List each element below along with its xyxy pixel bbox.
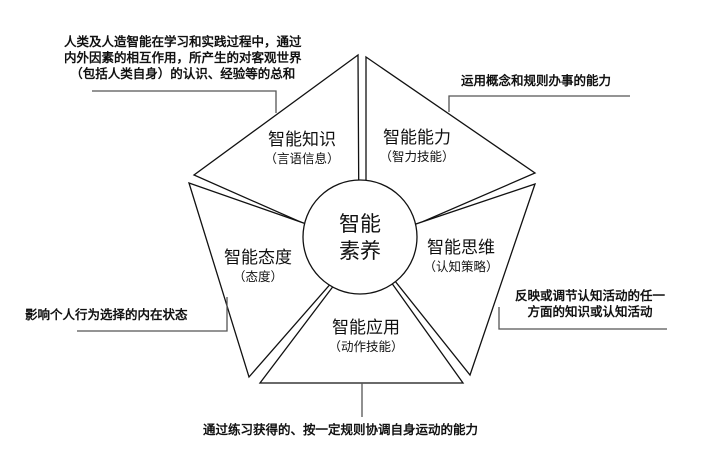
note-line: 人类及人造智能在学习和实践过程中，通过 — [64, 34, 302, 49]
note-knowledge: 人类及人造智能在学习和实践过程中，通过 内外因素的相互作用，所产生的对客观世界 … — [64, 34, 302, 82]
segment-title: 智能思维 — [426, 238, 495, 258]
segment-title: 智能能力 — [382, 128, 451, 148]
note-ability: 运用概念和规则办事的能力 — [461, 73, 611, 89]
leader-line-knowledge — [92, 90, 277, 113]
segment-subtitle: （态度） — [232, 269, 283, 284]
leader-line-ability — [448, 95, 630, 112]
note-thinking: 反映或调节认知活动的任一 方面的知识或认知活动 — [515, 288, 665, 320]
note-line: 反映或调节认知活动的任一 — [515, 288, 666, 303]
note-attitude: 影响个人行为选择的内在状态 — [25, 307, 188, 323]
note-line: 通过练习获得的、按一定规则协调自身运动的能力 — [203, 422, 479, 437]
segment-title: 智能态度 — [224, 248, 292, 268]
leader-line-thinking — [498, 307, 667, 330]
note-line: （包括人类自身）的认识、经验等的总和 — [70, 66, 296, 81]
segment-thinking-label: 智能思维 （认知策略） — [423, 238, 498, 275]
note-line: 运用概念和规则办事的能力 — [461, 73, 612, 88]
segment-title: 智能知识 — [267, 130, 336, 150]
note-line: 方面的知识或认知活动 — [527, 304, 653, 319]
segment-attitude-label: 智能态度 （态度） — [224, 248, 292, 285]
segment-subtitle: （动作技能） — [328, 339, 404, 354]
center-label-line1: 智能 — [339, 212, 381, 236]
center-circle — [302, 179, 418, 295]
center-label: 智能 素养 — [339, 211, 381, 265]
leader-line-attitude — [77, 297, 228, 332]
segment-title: 智能应用 — [331, 318, 400, 338]
segment-subtitle: （认知策略） — [423, 259, 499, 274]
segment-knowledge-label: 智能知识 （言语信息） — [264, 130, 339, 167]
segment-subtitle: （智力技能） — [379, 149, 455, 164]
center-label-line2: 素养 — [339, 239, 381, 263]
note-line: 内外因素的相互作用，所产生的对客观世界 — [64, 50, 302, 65]
note-application: 通过练习获得的、按一定规则协调自身运动的能力 — [203, 422, 478, 438]
note-line: 影响个人行为选择的内在状态 — [25, 307, 188, 322]
segment-subtitle: （言语信息） — [264, 151, 340, 166]
segment-ability-label: 智能能力 （智力技能） — [379, 128, 454, 165]
segment-application-label: 智能应用 （动作技能） — [328, 318, 403, 355]
